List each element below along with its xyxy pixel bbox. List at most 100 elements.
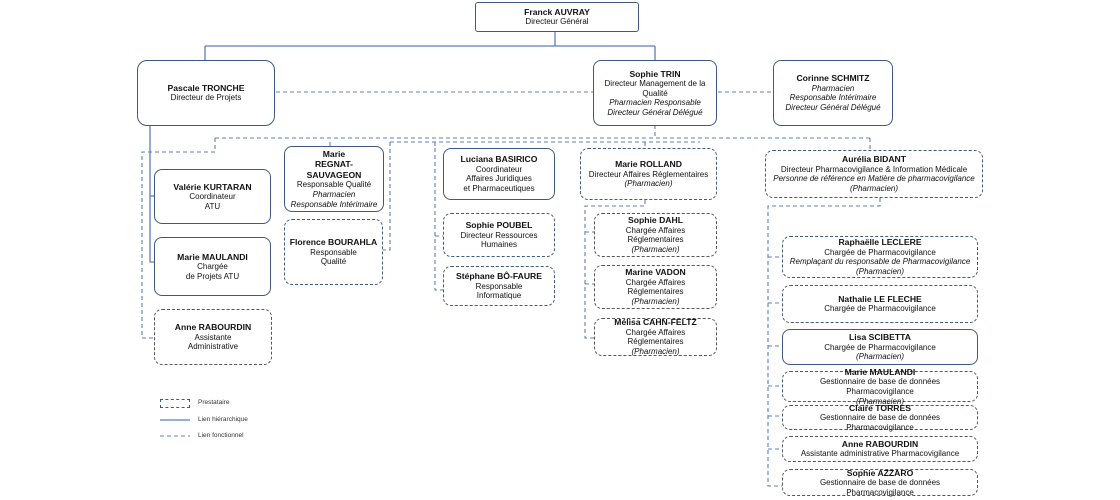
node-title: Chargée Affaires Réglementaires (625, 225, 686, 245)
node-title: Responsable (475, 281, 523, 291)
node-role: Directeur Général Délégué (607, 107, 703, 117)
node-kurtaran: Valérie KURTARAN Coordinateur ATU (154, 169, 271, 224)
legend-prestataire-label: Prestataire (198, 399, 230, 406)
node-role: Responsable Intérimaire (290, 199, 378, 209)
node-title: Assistante (194, 332, 232, 342)
node-title: Responsable (310, 247, 357, 257)
node-title: Responsable Qualité (296, 180, 372, 190)
node-name: Sophie AZZARO (846, 467, 914, 478)
node-bourahla: Florence BOURAHLA Responsable Qualité (284, 219, 383, 285)
node-name: Marine VADON (625, 267, 686, 278)
node-name: Marie (322, 148, 346, 159)
node-title: de Projets ATU (185, 271, 240, 281)
node-name: Lisa SCIBETTA (849, 332, 911, 343)
node-name: REGNAT-SAUVAGEON (306, 159, 362, 180)
node-poubel: Sophie POUBEL Directeur Ressources Humai… (443, 213, 555, 257)
node-title: Directeur Ressources (460, 230, 538, 240)
node-role: (Pharmacien) (849, 184, 898, 194)
node-name: Nathalie LE FLECHE (838, 293, 922, 304)
node-role: Remplaçant du responsable de Pharmacovig… (789, 257, 971, 267)
node-title: Chargée Affaires Réglementaires (625, 277, 686, 297)
node-trin: Sophie TRIN Directeur Management de la Q… (593, 60, 717, 126)
node-title: ATU (204, 201, 221, 211)
legend-fonctionnel-label: Lien fonctionnel (198, 432, 244, 439)
node-name: Sophie TRIN (629, 68, 681, 79)
node-title: Directeur de Projets (170, 93, 242, 103)
node-title: Assistante administrative Pharmacovigila… (800, 449, 960, 459)
node-title: Coordinateur (189, 192, 236, 202)
node-title: Coordinateur (475, 164, 523, 174)
legend-hierarchique-label: Lien hiérarchique (198, 416, 248, 423)
node-bidant: Aurélia BIDANT Directeur Pharmacovigilan… (765, 150, 983, 198)
node-name: Anne RABOURDIN (174, 322, 252, 333)
node-cahn: Mélisa CAHN-FELTZ Chargée Affaires Régle… (594, 317, 717, 357)
node-vadon: Marine VADON Chargée Affaires Réglementa… (594, 265, 717, 309)
node-title: Chargée (197, 262, 228, 272)
link-bidant-sub (767, 198, 881, 487)
node-name: Sophie DAHL (628, 215, 683, 226)
node-role: (Pharmacien) (855, 396, 904, 406)
node-title: Qualité (642, 88, 668, 98)
link-tronche-down (149, 126, 154, 263)
node-title: Directeur Affaires Réglementaires (588, 169, 709, 179)
node-role: (Pharmacien) (631, 245, 680, 255)
node-role: Pharmacien (811, 83, 855, 93)
node-title: Chargée de Pharmacovigilance (824, 342, 936, 352)
node-name: Valérie KURTARAN (173, 181, 252, 192)
node-title: Qualité (320, 257, 347, 267)
node-name: Mélisa CAHN-FELTZ (614, 317, 697, 328)
link-regnat-bourahla (383, 142, 391, 251)
node-title: et Pharmaceutiques (463, 184, 535, 194)
node-tronche: Pascale TRONCHE Directeur de Projets (137, 60, 275, 126)
node-leclere: Raphaëlle LECLERE Chargée de Pharmacovig… (782, 236, 978, 278)
node-azzaro: Sophie AZZARO Gestionnaire de base de do… (782, 467, 978, 497)
node-title: Chargée Affaires Réglementaires (625, 327, 686, 347)
link-basirico-sub (434, 148, 443, 291)
node-role: (Pharmacien) (631, 347, 680, 357)
node-scibetta: Lisa SCIBETTA Chargée de Pharmacovigilan… (782, 329, 978, 365)
node-regnat: Marie REGNAT-SAUVAGEON Responsable Quali… (284, 146, 384, 212)
node-bofaure: Stéphane BÔ-FAURE Responsable Informatiq… (443, 266, 555, 306)
node-title: Informatique (476, 291, 522, 301)
node-basirico: Luciana BASIRICO Coordinateur Affaires J… (443, 148, 555, 200)
node-name: Claire TORRES (849, 402, 911, 413)
node-name: Luciana BASIRICO (460, 154, 538, 165)
node-role: Responsable Intérimaire (789, 93, 877, 103)
node-role: Pharmacien Responsable (609, 98, 701, 108)
node-maulandi-pv: Marie MAULANDI Gestionnaire de base de d… (782, 367, 978, 406)
node-name: Marie MAULANDI (844, 366, 916, 377)
node-role: (Pharmacien) (855, 352, 904, 362)
node-rabourdin-pv: Anne RABOURDIN Assistante administrative… (782, 436, 978, 462)
node-title: Humaines (480, 240, 517, 250)
node-role: (Pharmacien) (624, 179, 673, 189)
node-name: Anne RABOURDIN (841, 438, 919, 449)
node-lefleche: Nathalie LE FLECHE Chargée de Pharmacovi… (782, 285, 978, 323)
node-name: Marie ROLLAND (615, 159, 682, 170)
legend-prestataire-swatch (160, 399, 190, 408)
node-role: Personne de référence en Matière de phar… (773, 174, 975, 184)
node-title: Gestionnaire de base de données Pharmaco… (819, 478, 941, 497)
node-title: Gestionnaire de base de données Pharmaco… (819, 377, 941, 396)
node-torres: Claire TORRES Gestionnaire de base de do… (782, 402, 978, 432)
node-name: Sophie POUBEL (465, 220, 533, 231)
node-title: Affaires Juridiques (466, 174, 532, 184)
node-role: (Pharmacien) (855, 267, 904, 277)
node-name: Corinne SCHMITZ (796, 73, 870, 84)
node-name: Florence BOURAHLA (289, 237, 378, 248)
node-rabourdin-admin: Anne RABOURDIN Assistante Administrative (154, 309, 272, 365)
node-name: Stéphane BÔ-FAURE (456, 271, 542, 282)
node-role: (Pharmacien) (631, 297, 680, 307)
node-maulandi-atu: Marie MAULANDI Chargée de Projets ATU (154, 237, 271, 296)
node-title: Administrative (187, 342, 239, 352)
node-ceo: Franck AUVRAY Directeur Général (475, 2, 639, 32)
node-title: Chargée de Pharmacovigilance (824, 247, 936, 257)
node-title: Directeur Management de la (604, 79, 706, 89)
node-title: Directeur Général (525, 17, 589, 27)
node-title: Directeur Pharmacovigilance & Informatio… (780, 164, 968, 174)
link-rolland-sub (584, 200, 646, 339)
node-title: Chargée de Pharmacovigilance (824, 304, 936, 314)
node-name: Pascale TRONCHE (167, 82, 245, 93)
node-title: Gestionnaire de base de données Pharmaco… (819, 413, 941, 432)
node-schmitz: Corinne SCHMITZ Pharmacien Responsable I… (773, 60, 893, 126)
